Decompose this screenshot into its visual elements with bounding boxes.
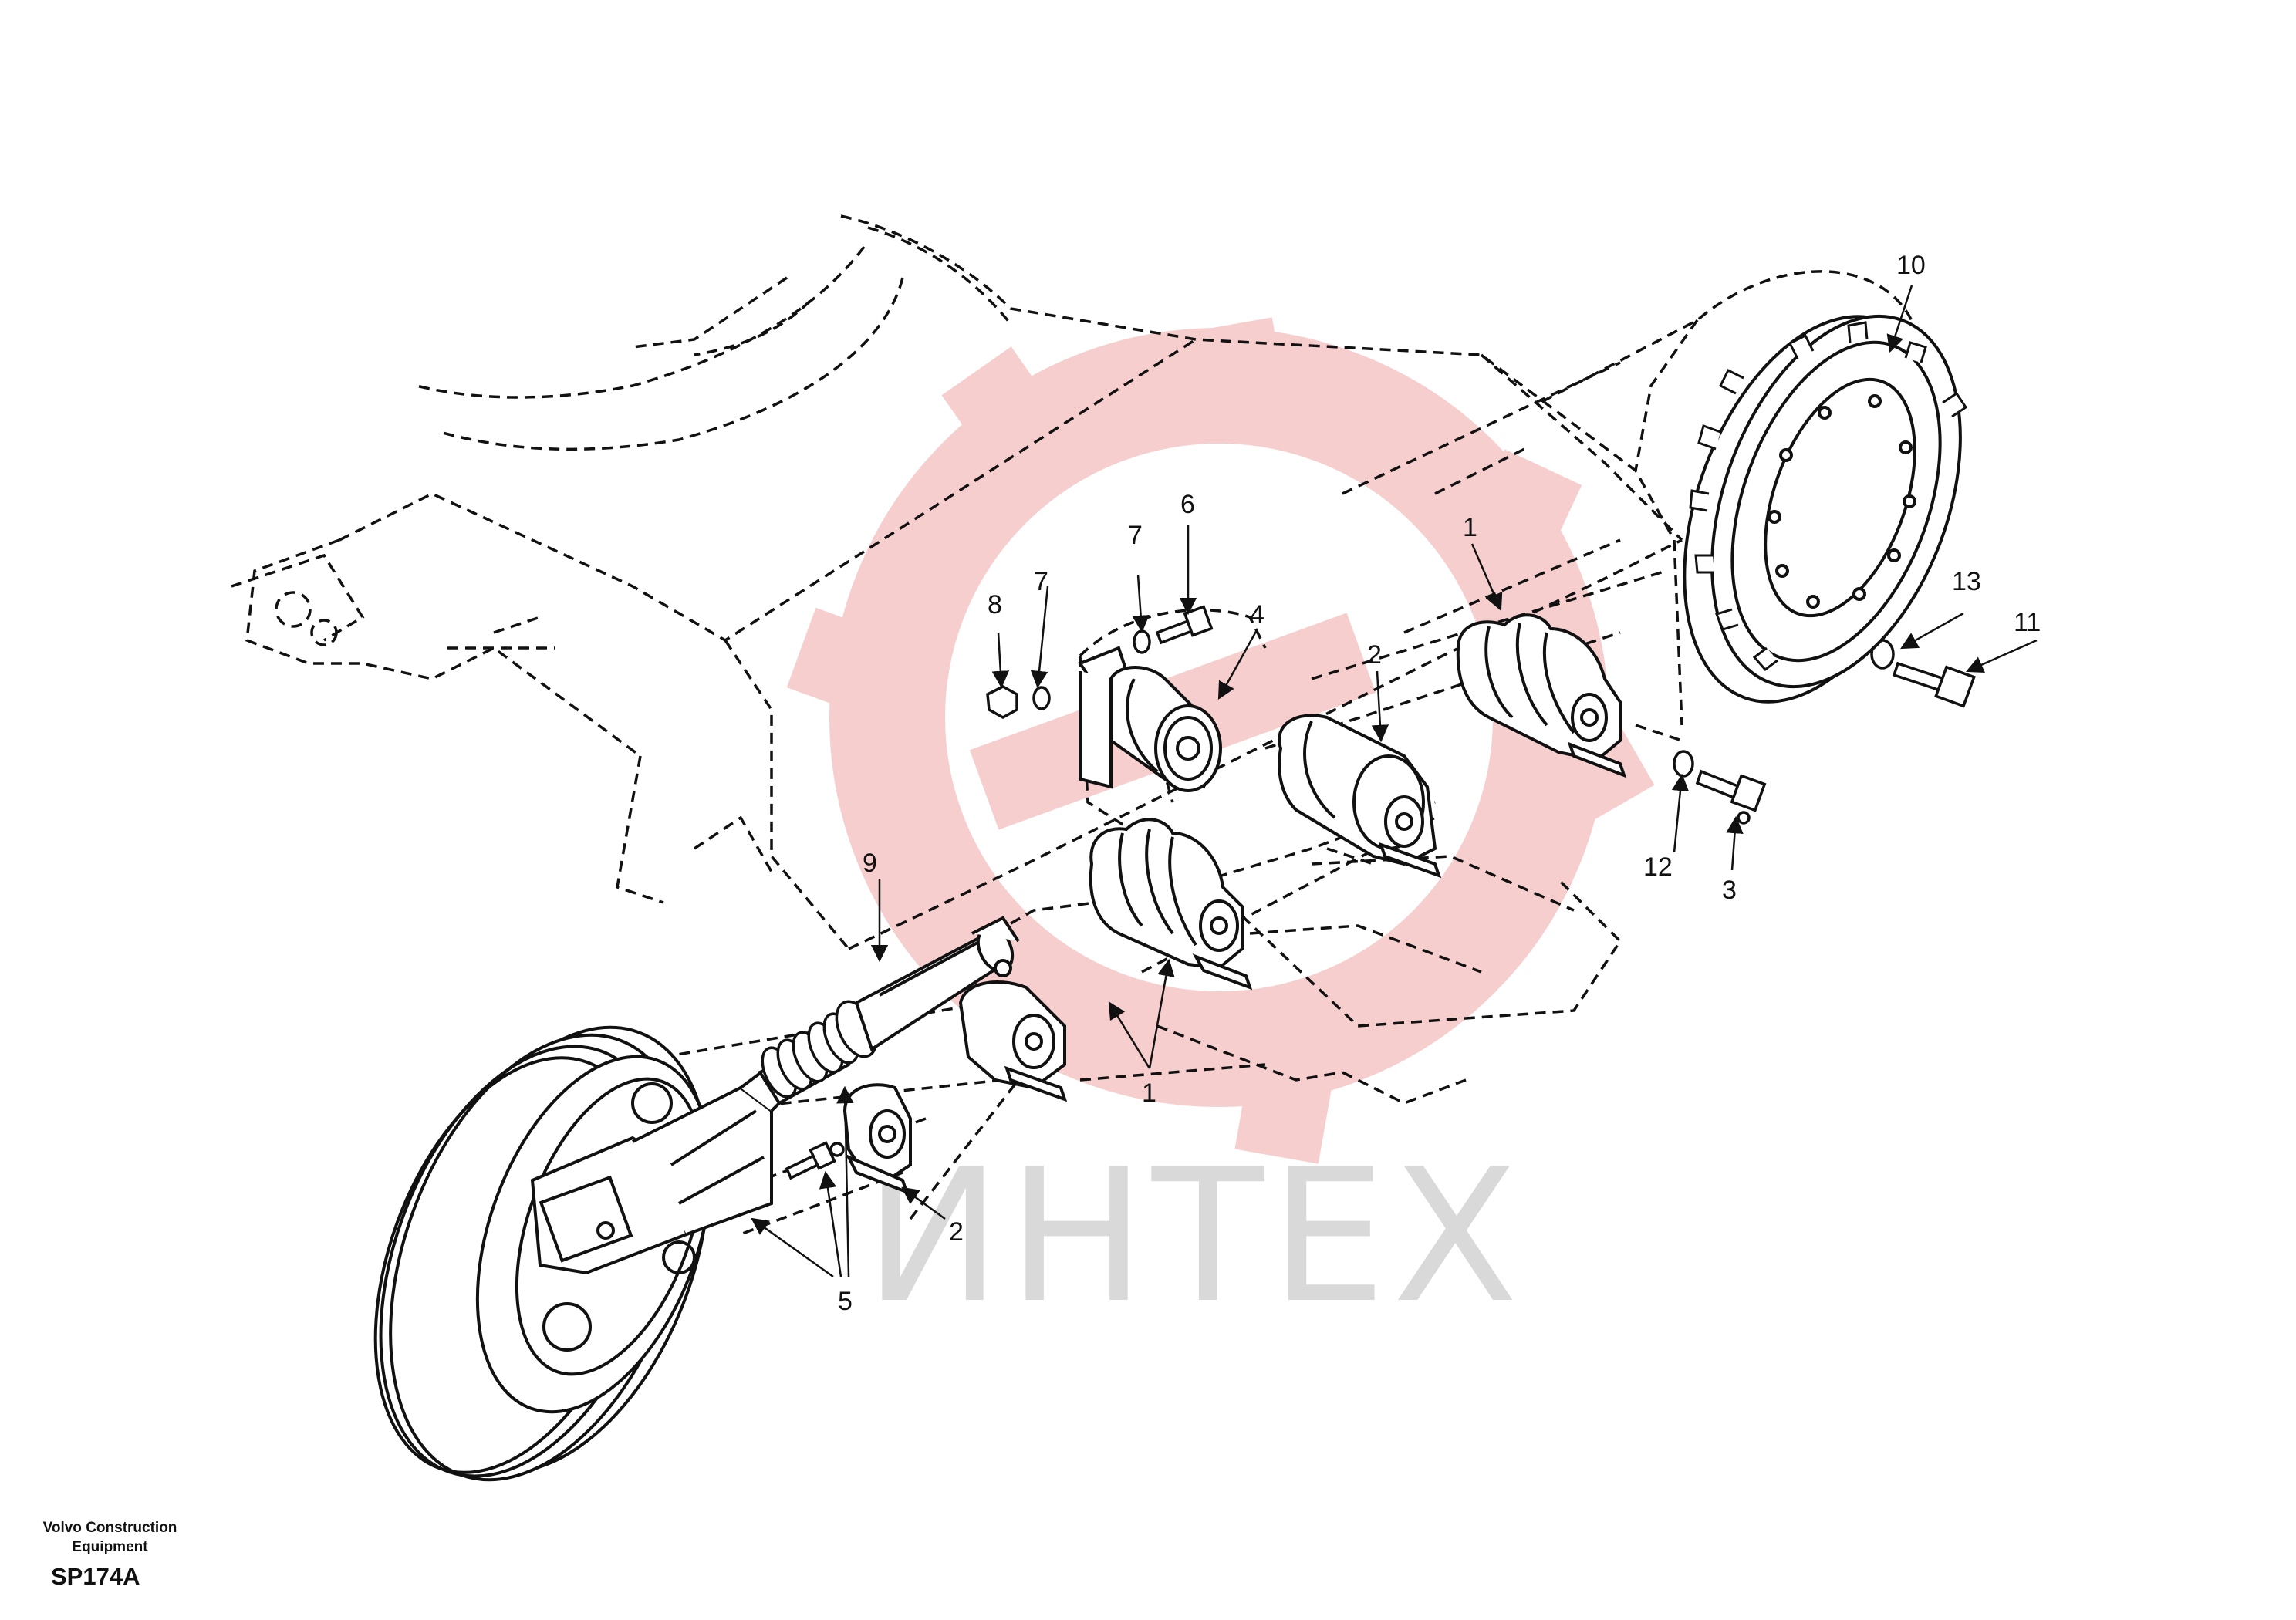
bottom-roller-middle [1278, 714, 1442, 879]
track-adjuster-assembly [530, 916, 1020, 1275]
callout-1-upper: 1 [1463, 513, 1477, 542]
callout-1-lower: 1 [1142, 1078, 1156, 1108]
bolt-washer-13-11 [1870, 639, 1976, 708]
callout-labels: 1 1 2 2 3 4 5 6 7 7 8 9 10 11 12 13 [838, 251, 2041, 1316]
callout-5: 5 [838, 1287, 853, 1316]
company-name: Volvo Construction Equipment [42, 1520, 177, 1555]
callout-10: 10 [1896, 251, 1926, 280]
guard-bracket-lower [842, 1083, 912, 1195]
callout-4: 4 [1250, 600, 1264, 629]
callout-8: 8 [988, 590, 1002, 619]
callout-13: 13 [1952, 567, 1981, 596]
track-roller-lower-left [1089, 818, 1253, 991]
callout-7-left: 7 [1034, 567, 1048, 596]
callout-2-middle: 2 [1367, 640, 1382, 670]
watermark-text: ИНТЕХ [864, 1130, 1524, 1344]
callout-3: 3 [1722, 876, 1737, 905]
callout-9: 9 [863, 849, 877, 878]
callout-7-right: 7 [1128, 521, 1143, 550]
carrier-roller [1077, 646, 1222, 792]
callout-2-lower: 2 [949, 1217, 964, 1247]
leader-lines [751, 285, 2038, 1278]
drive-sprocket [1683, 314, 1968, 704]
bolt-washer-12-3 [1673, 750, 1767, 825]
bolt-nut-washer-set [986, 605, 1214, 720]
guard-bracket-upper-left [958, 980, 1068, 1102]
track-roller-upper-right [1456, 613, 1627, 778]
callout-6: 6 [1180, 490, 1195, 519]
diagram-code: SP174A [51, 1563, 140, 1590]
callout-11: 11 [2014, 608, 2041, 637]
callout-12: 12 [1643, 852, 1673, 882]
mounting-bolts-5 [785, 1141, 845, 1180]
